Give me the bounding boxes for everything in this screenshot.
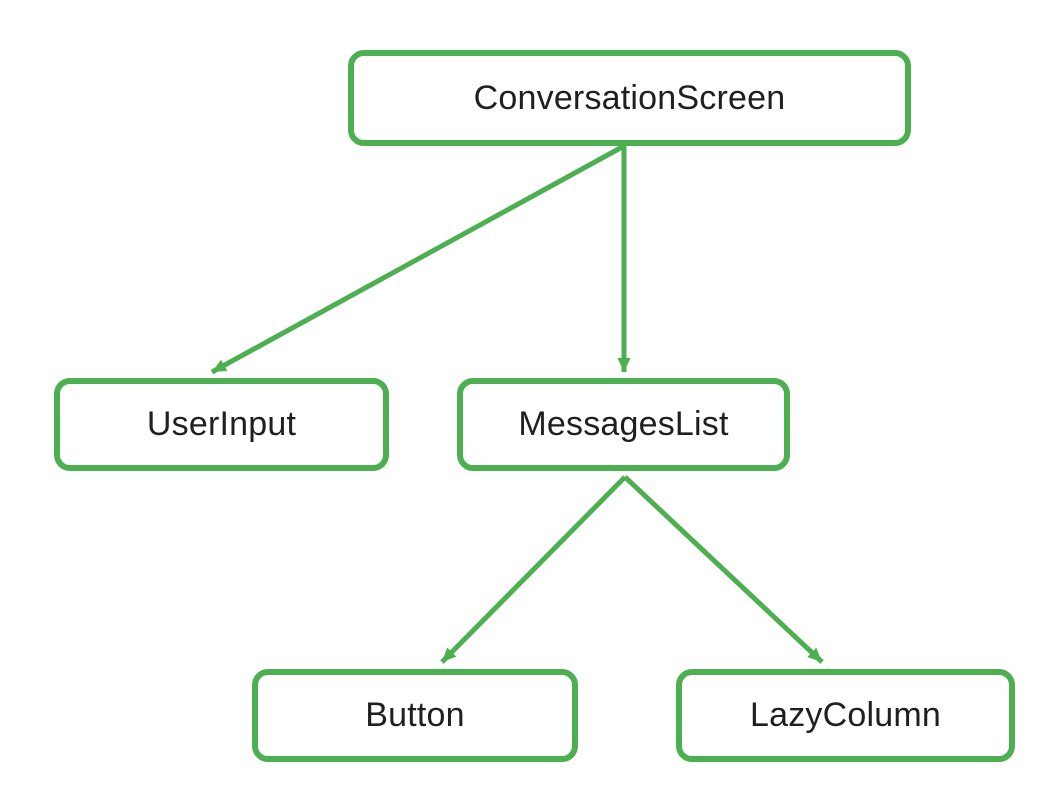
node-user-input: UserInput [54, 378, 389, 471]
node-button-label: Button [365, 696, 465, 734]
node-messages-list: MessagesList [457, 378, 790, 471]
edge-conversationscreen-to-userinput [210, 143, 626, 375]
node-conversation-screen: ConversationScreen [348, 50, 911, 146]
node-lazy-column-label: LazyColumn [750, 696, 941, 734]
node-user-input-label: UserInput [146, 405, 297, 443]
edge-messageslist-to-button [440, 475, 627, 664]
node-lazy-column: LazyColumn [676, 669, 1015, 762]
node-messages-list-label: MessagesList [518, 405, 729, 443]
node-conversation-screen-label: ConversationScreen [473, 78, 786, 117]
node-button: Button [252, 669, 578, 762]
edge-messageslist-to-lazycolumn [623, 475, 824, 664]
